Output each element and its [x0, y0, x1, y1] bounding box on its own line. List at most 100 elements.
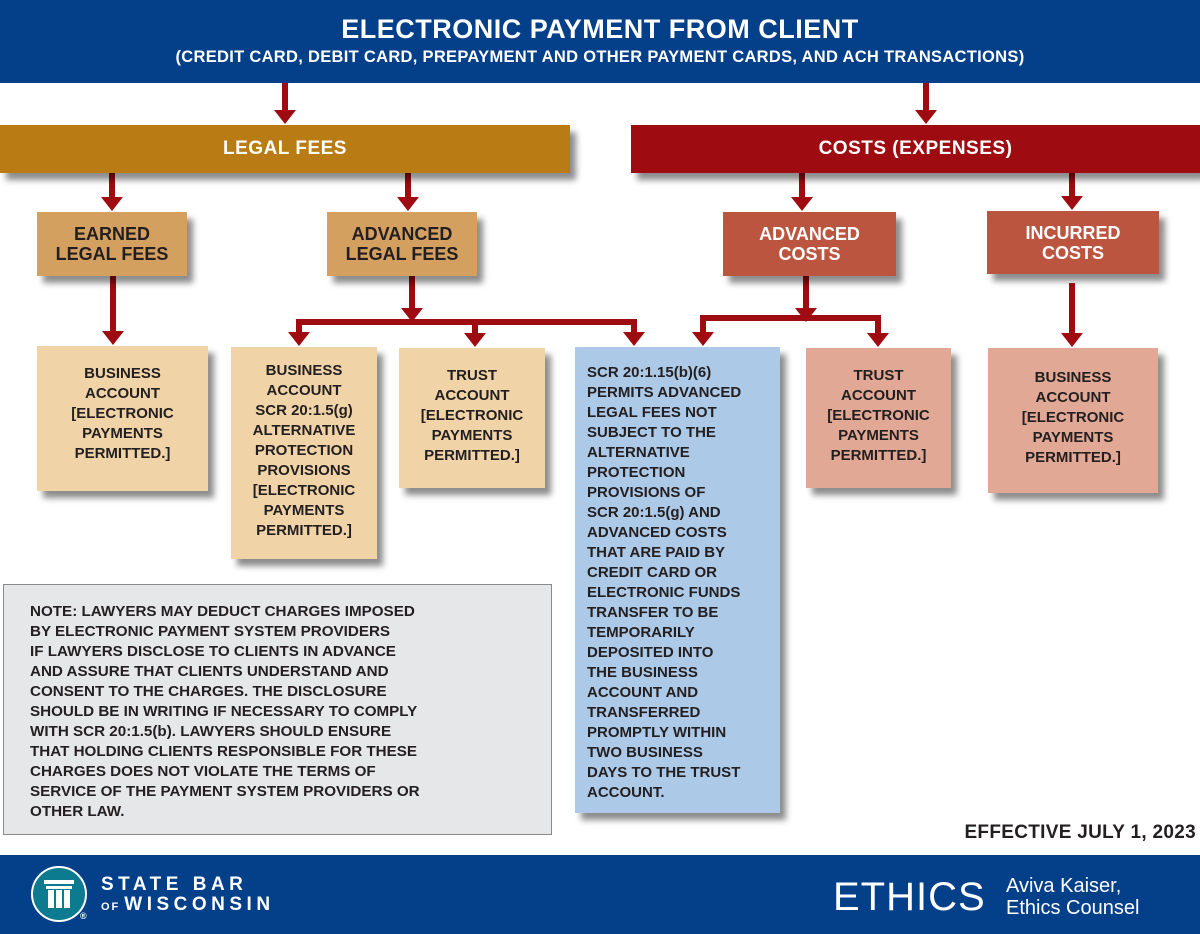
- leaf-text: [ELECTRONIC: [71, 405, 174, 422]
- leaf-text: PROTECTION: [254, 442, 354, 459]
- header-banner: ELECTRONIC PAYMENT FROM CLIENT (CREDIT C…: [0, 0, 1200, 83]
- connector-line: [631, 319, 637, 334]
- leaf-text: [ELECTRONIC: [1021, 409, 1125, 426]
- subcategory-text: INCURRED: [1025, 222, 1121, 243]
- connector-line: [472, 319, 478, 335]
- leaf-text: ACCOUNT: [85, 385, 160, 402]
- arrowhead-icon: [102, 331, 124, 345]
- page-title: ELECTRONIC PAYMENT FROM CLIENT: [341, 14, 859, 44]
- brand-wisconsin: WISCONSIN: [124, 894, 275, 915]
- subcategory-advanced-costs: ADVANCED COSTS: [723, 212, 896, 276]
- leaf-text: PAYMENTS: [838, 427, 919, 444]
- connector-line: [700, 315, 706, 334]
- note-line: AND ASSURE THAT CLIENTS UNDERSTAND AND: [30, 663, 389, 680]
- connector-line: [700, 315, 880, 321]
- arrowhead-icon: [867, 333, 889, 347]
- leaf-text: PROTECTION: [587, 464, 686, 481]
- subcategory-text: LEGAL FEES: [345, 244, 459, 264]
- subcategory-incurred-costs: INCURRED COSTS: [987, 211, 1159, 274]
- connector-line: [1069, 283, 1075, 335]
- leaf-text: TWO BUSINESS: [587, 744, 703, 761]
- leaf-text: PROVISIONS OF: [587, 484, 706, 501]
- state-bar-logo-icon: [31, 866, 87, 922]
- arrowhead-icon: [397, 197, 419, 211]
- leaf-text: PAYMENTS: [263, 502, 345, 519]
- connector-line: [1069, 173, 1075, 198]
- leaf-text: SCR 20:1.15(b)(6): [587, 364, 712, 381]
- effective-date: EFFECTIVE JULY 1, 2023: [964, 822, 1196, 843]
- page-subtitle: (CREDIT CARD, DEBIT CARD, PREPAYMENT AND…: [175, 48, 1025, 66]
- leaf-text: PERMITTED.]: [1025, 449, 1121, 466]
- leaf-text: CREDIT CARD OR: [587, 564, 717, 581]
- note-line: NOTE: LAWYERS MAY DEDUCT CHARGES IMPOSED: [30, 603, 415, 620]
- leaf-text: SUBJECT TO THE: [587, 424, 716, 441]
- leaf-text: ADVANCED COSTS: [587, 524, 727, 541]
- arrowhead-icon: [288, 332, 310, 346]
- connector-line: [923, 83, 929, 112]
- subcategory-text: COSTS: [778, 244, 841, 264]
- footer-banner: [0, 855, 1200, 934]
- leaf-text: LEGAL FEES NOT: [587, 404, 717, 421]
- arrowhead-icon: [791, 197, 813, 211]
- leaf-text: TRANSFERRED: [587, 704, 701, 721]
- note-box: NOTE: LAWYERS MAY DEDUCT CHARGES IMPOSED…: [3, 584, 552, 835]
- arrowhead-icon: [101, 197, 123, 211]
- connector-line: [296, 319, 637, 325]
- connector-line: [110, 276, 116, 333]
- leaf-text: PERMITTED.]: [830, 447, 927, 464]
- leaf-text: PERMITS ADVANCED: [587, 384, 742, 401]
- leaf-text: PERMITTED.]: [256, 522, 352, 539]
- leaf-text: ACCOUNT.: [587, 784, 665, 801]
- brand-name-line1: STATE BAR: [101, 874, 248, 895]
- category-costs-label: COSTS (EXPENSES): [818, 138, 1013, 159]
- note-line: CONSENT TO THE CHARGES. THE DISCLOSURE: [30, 683, 387, 700]
- subcategory-text: COSTS: [1041, 242, 1104, 263]
- leaf-text: PAYMENTS: [1032, 429, 1114, 446]
- category-legal-fees-label: LEGAL FEES: [223, 138, 347, 159]
- note-line: CHARGES DOES NOT VIOLATE THE TERMS OF: [30, 763, 376, 780]
- leaf-text: PAYMENTS: [431, 427, 513, 444]
- note-line: SHOULD BE IN WRITING IF NECESSARY TO COM…: [30, 703, 418, 720]
- subcategory-text: ADVANCED: [351, 224, 453, 244]
- leaf-text: DEPOSITED INTO: [587, 644, 714, 661]
- arrowhead-icon: [692, 332, 714, 346]
- connector-line: [803, 276, 809, 310]
- leaf-text: PROMPTLY WITHIN: [587, 724, 727, 741]
- arrowhead-icon: [915, 110, 937, 124]
- leaf-text: PERMITTED.]: [74, 445, 171, 462]
- author-credit: Aviva Kaiser, Ethics Counsel: [1006, 875, 1139, 919]
- note-line: WITH SCR 20:1.5(b). LAWYERS SHOULD ENSUR…: [30, 723, 392, 740]
- connector-line: [405, 173, 411, 199]
- arrowhead-icon: [623, 332, 645, 346]
- leaf-text: PERMITTED.]: [424, 447, 520, 464]
- leaf-text: [ELECTRONIC: [252, 482, 356, 499]
- leaf-text: ALTERNATIVE: [252, 422, 356, 439]
- connector-line: [875, 315, 881, 335]
- leaf-text: ELECTRONIC FUNDS: [587, 584, 741, 601]
- leaf-text: [ELECTRONIC: [827, 407, 930, 424]
- arrowhead-icon: [274, 110, 296, 124]
- author-title: Ethics Counsel: [1006, 897, 1140, 919]
- connector-line: [296, 319, 302, 334]
- connector-line: [409, 276, 415, 310]
- leaf-advanced-business-account: BUSINESS ACCOUNT SCR 20:1.5(g) ALTERNATI…: [231, 347, 377, 559]
- leaf-text: THE BUSINESS: [587, 664, 698, 681]
- connector-line: [109, 173, 115, 199]
- leaf-text: TRANSFER TO BE: [587, 604, 719, 621]
- leaf-text: THAT ARE PAID BY: [587, 544, 726, 561]
- leaf-text: TEMPORARILY: [587, 624, 695, 641]
- arrowhead-icon: [1061, 333, 1083, 347]
- leaf-text: SCR 20:1.5(g): [255, 402, 353, 419]
- arrowhead-icon: [401, 308, 423, 322]
- connector-line: [799, 173, 805, 199]
- leaf-text: ALTERNATIVE: [587, 444, 690, 461]
- leaf-text: ACCOUNT: [434, 387, 510, 404]
- note-line: SERVICE OF THE PAYMENT SYSTEM PROVIDERS …: [30, 783, 420, 800]
- leaf-text: [ELECTRONIC: [420, 407, 524, 424]
- leaf-text: ACCOUNT AND: [587, 684, 699, 701]
- note-line: THAT HOLDING CLIENTS RESPONSIBLE FOR THE…: [30, 743, 418, 760]
- leaf-costs-trust-account: TRUST ACCOUNT [ELECTRONIC PAYMENTS PERMI…: [806, 348, 951, 488]
- leaf-advanced-trust-account: TRUST ACCOUNT [ELECTRONIC PAYMENTS PERMI…: [399, 348, 545, 488]
